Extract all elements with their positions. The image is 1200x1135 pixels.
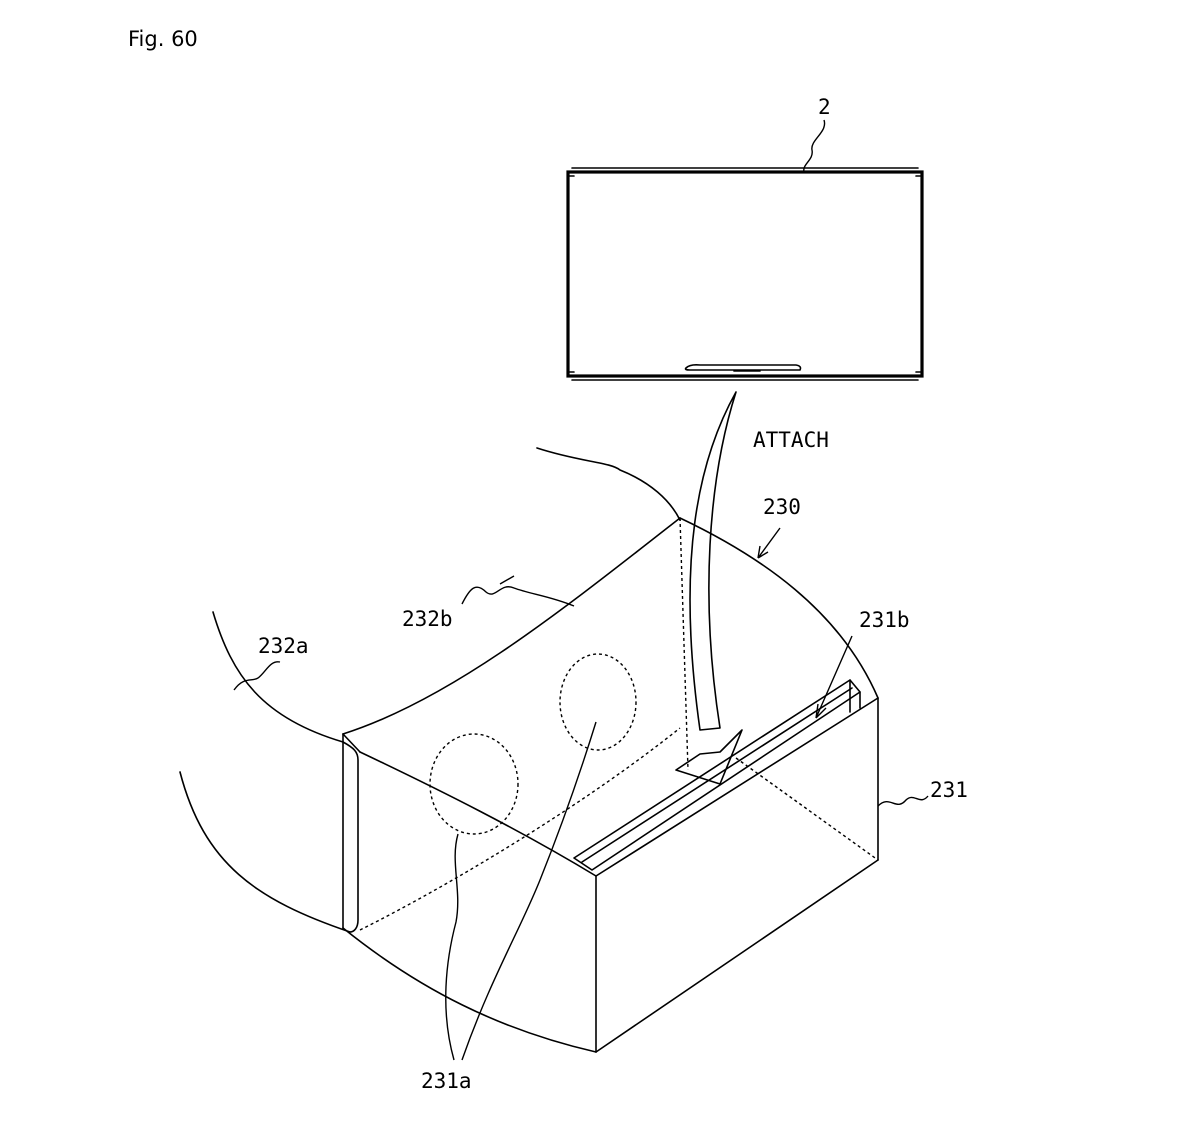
label-slot: 231b <box>859 608 910 632</box>
device-2 <box>566 167 924 381</box>
label-housing: 231 <box>930 778 968 802</box>
strap-top <box>536 447 681 521</box>
strap-left-leader <box>233 661 281 691</box>
label-device: 2 <box>818 95 831 119</box>
label-strap-top: 232b <box>402 607 453 631</box>
housing-231 <box>342 517 879 1053</box>
goggles-pointer <box>757 527 781 559</box>
strap-left <box>179 611 359 933</box>
label-goggles: 230 <box>763 495 801 519</box>
lens-holes-231a <box>429 653 637 835</box>
housing-leader <box>877 795 929 807</box>
strap-top-leader <box>461 575 575 607</box>
lens-leader-left <box>445 833 459 1061</box>
attach-arrow <box>675 391 743 785</box>
device-leader <box>803 119 826 173</box>
attach-label: ATTACH <box>753 428 829 452</box>
slot-pointer <box>815 635 853 719</box>
figure-title: Fig. 60 <box>128 27 198 51</box>
lens-leader-right <box>461 721 597 1061</box>
slot-231b <box>573 679 861 871</box>
label-lens-holes: 231a <box>421 1069 472 1093</box>
label-strap-left: 232a <box>258 634 309 658</box>
